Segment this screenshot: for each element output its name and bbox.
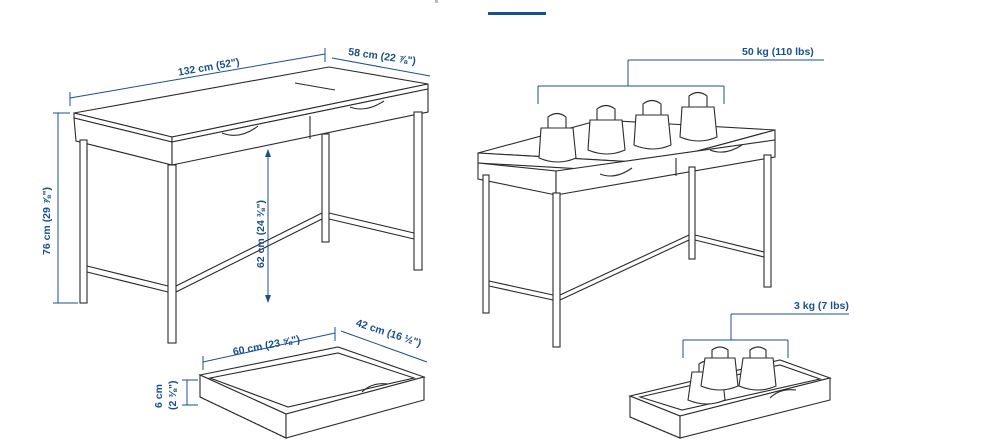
weight-2 bbox=[587, 104, 626, 155]
drawer-load-callout bbox=[682, 313, 849, 358]
desk-drawing-left bbox=[73, 66, 429, 344]
header-dot bbox=[435, 0, 438, 3]
desk-height-label: 76 cm (29 ⅞") bbox=[41, 187, 53, 255]
drawer-weight-2 bbox=[700, 346, 739, 391]
desk-weights bbox=[538, 91, 718, 163]
desk-width-label: 132 cm (52") bbox=[177, 56, 240, 79]
drawer-weights bbox=[687, 346, 777, 405]
dimension-lines-left bbox=[53, 48, 431, 304]
desk-depth-label: 58 cm (22 ⅞") bbox=[348, 46, 417, 67]
drawer-dimension-lines bbox=[182, 327, 428, 406]
desk-drawing-right bbox=[477, 119, 776, 348]
drawer-depth-label: 42 cm (16 ½") bbox=[354, 317, 422, 349]
weight-4 bbox=[679, 91, 718, 142]
drawer-width-label: 60 cm (23 ⅝") bbox=[232, 333, 301, 358]
desk-load-label: 50 kg (110 lbs) bbox=[742, 46, 814, 58]
desk-clearance-label: 62 cm (24 ⅜") bbox=[255, 200, 267, 268]
desk-load-callout bbox=[537, 59, 824, 104]
drawer-weight-3 bbox=[738, 346, 777, 391]
weight-3 bbox=[633, 99, 672, 150]
header-accent-bar bbox=[488, 12, 546, 15]
drawer-load-label: 3 kg (7 lbs) bbox=[794, 300, 849, 312]
weight-1 bbox=[538, 112, 577, 163]
drawer-drawing-left bbox=[198, 346, 426, 439]
drawer-height-in-label: (2 ⅜") bbox=[167, 381, 179, 411]
drawer-height-cm-label: 6 cm bbox=[153, 384, 165, 408]
